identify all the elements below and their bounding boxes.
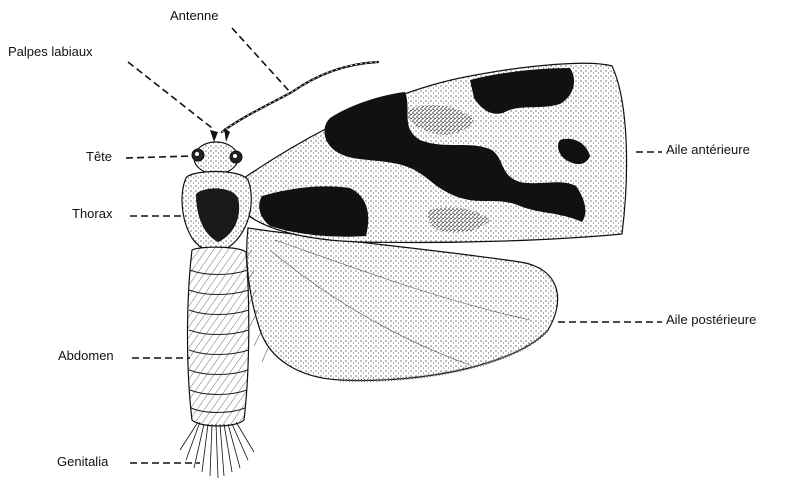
fore-wing bbox=[244, 63, 627, 242]
hind-wing bbox=[244, 228, 558, 380]
genitalia bbox=[180, 422, 254, 478]
thorax bbox=[182, 172, 251, 252]
leader-tete bbox=[126, 156, 192, 158]
head bbox=[192, 142, 242, 174]
leader-antenne bbox=[232, 28, 290, 92]
abdomen bbox=[188, 247, 250, 426]
label-abdomen: Abdomen bbox=[58, 349, 114, 362]
leader-palpes bbox=[128, 62, 212, 128]
label-thorax: Thorax bbox=[72, 207, 112, 220]
label-aile-posterieure: Aile postérieure bbox=[666, 313, 756, 326]
label-tete: Tête bbox=[86, 150, 112, 163]
label-genitalia: Genitalia bbox=[57, 455, 108, 468]
label-aile-anterieure: Aile antérieure bbox=[666, 143, 750, 156]
label-antenne: Antenne bbox=[170, 9, 218, 22]
label-palpes-labiaux: Palpes labiaux bbox=[8, 45, 93, 58]
labial-palps bbox=[210, 128, 230, 142]
